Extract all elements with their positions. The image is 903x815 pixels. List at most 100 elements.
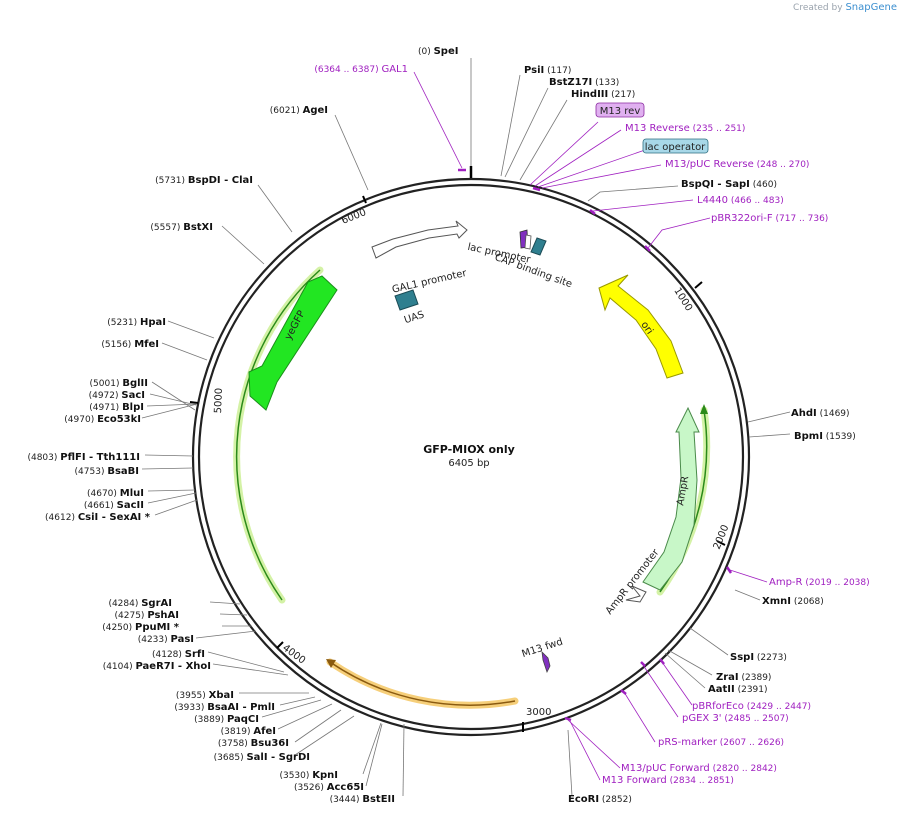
site-position: (4971) (89, 403, 122, 413)
site-enzyme-name: BlpI (122, 402, 144, 413)
site-label: (3444) BstEII (330, 794, 395, 805)
site-enzyme-name: SpeI (434, 46, 459, 57)
primer-range: (2607 .. 2626) (717, 738, 784, 748)
site-enzyme-name: PaeR7I - XhoI (135, 661, 211, 672)
site-enzyme-name: XmnI (762, 596, 791, 607)
site-enzyme-name: MluI (120, 488, 144, 499)
site-enzyme-name: BspDI - ClaI (188, 175, 253, 186)
site-label: (3685) SalI - SgrDI (214, 752, 310, 763)
site-enzyme-name: PpuMI * (135, 622, 180, 633)
primer-name: pGEX 3' (682, 713, 722, 724)
site-position: (3933) (174, 703, 207, 713)
site-label: (4104) PaeR7I - XhoI (103, 661, 211, 672)
site-position: (117) (544, 66, 571, 76)
site-position: (4753) (75, 467, 108, 477)
site-position: (1469) (817, 409, 850, 419)
site-label: (4971) BlpI (89, 402, 144, 413)
primer-name: M13/pUC Reverse (665, 159, 754, 170)
site-enzyme-name: HpaI (140, 317, 166, 328)
site-label: (4753) BsaBI (75, 466, 139, 477)
gal1-promoter-label: GAL1 promoter (391, 268, 468, 296)
site-enzyme-name: PflFI - Tth111I (60, 452, 140, 463)
site-enzyme-name: Bsu36I (251, 738, 289, 749)
site-enzyme-name: BsaAI - PmlI (207, 702, 275, 713)
site-label: ZraI (2389) (716, 672, 771, 683)
tick-label-3000: 3000 (526, 707, 551, 718)
site-label: SspI (2273) (730, 652, 787, 663)
primer-range: (2429 .. 2447) (744, 702, 811, 712)
primer-range: (248 .. 270) (754, 160, 810, 170)
site-enzyme-name: BpmI (794, 431, 823, 442)
snapgene-credit: Created by SnapGene (793, 2, 897, 13)
site-position: (4612) (45, 513, 78, 523)
site-position: (6021) (270, 106, 303, 116)
primer-range: (235 .. 251) (690, 124, 746, 134)
site-position: (4970) (64, 415, 97, 425)
site-position: (4233) (138, 635, 171, 645)
site-position: (5731) (155, 176, 188, 186)
lac-operator-box (642, 138, 709, 154)
backbone-inner-ring (197, 183, 745, 731)
primer-range: (717 .. 736) (773, 214, 829, 224)
site-enzyme-name: AhdI (791, 408, 817, 419)
site-enzyme-name: SgrAI (141, 598, 172, 609)
site-label: (3819) AfeI (221, 726, 276, 737)
ampr-label: AmpR (675, 475, 691, 506)
site-enzyme-name: PsiI (524, 65, 544, 76)
primer-name: pRS-marker (658, 737, 718, 748)
site-enzyme-name: SrfI (185, 649, 205, 660)
site-label: (4250) PpuMI * (102, 622, 180, 633)
primer-label: M13 Reverse (235 .. 251) (625, 123, 745, 134)
primer-label: pRS-marker (2607 .. 2626) (658, 737, 784, 748)
site-position: (4661) (84, 501, 117, 511)
site-enzyme-name: KpnI (312, 770, 338, 781)
site-position: (4972) (89, 391, 122, 401)
site-enzyme-name: EcoRI (568, 794, 599, 805)
site-enzyme-name: BstEII (362, 794, 395, 805)
lac-promoter-mini-arrow (524, 234, 532, 250)
site-position: (2389) (739, 673, 772, 683)
site-label: (0) SpeI (418, 46, 458, 57)
site-label: AatII (2391) (708, 684, 768, 695)
primer-range: (2019 .. 2038) (803, 578, 870, 588)
site-label: (4612) CsiI - SexAI * (45, 512, 151, 523)
site-label: BstZ17I (133) (549, 77, 619, 88)
site-position: (4803) (27, 453, 60, 463)
lac-operator-box-label: lac operator (645, 142, 706, 153)
site-label: (4670) MluI (87, 488, 144, 499)
primer-name: Amp-R (769, 577, 803, 588)
site-position: (3889) (194, 715, 227, 725)
site-label: (4284) SgrAI (108, 598, 172, 609)
backbone-outer-ring (191, 177, 751, 737)
m13fwd-feature (541, 650, 551, 674)
site-label: (5231) HpaI (107, 317, 166, 328)
site-label: (4970) Eco53kI (64, 414, 141, 425)
site-position: (2273) (754, 653, 787, 663)
site-enzyme-name: SalI - SgrDI (246, 752, 310, 763)
primer-name: M13 Forward (602, 775, 667, 786)
site-label: HindIII (217) (571, 89, 635, 100)
primer-range: (6364 .. 6387) (314, 65, 381, 75)
primer-label: Amp-R (2019 .. 2038) (769, 577, 870, 588)
site-enzyme-name: SspI (730, 652, 754, 663)
site-position: (5557) (150, 223, 183, 233)
site-enzyme-name: BsaBI (107, 466, 139, 477)
site-enzyme-name: CsiI - SexAI * (78, 512, 151, 523)
gal1-promoter-arrow (371, 220, 468, 259)
site-position: (3526) (294, 783, 327, 793)
site-enzyme-name: AatII (708, 684, 735, 695)
site-enzyme-name: PaqCI (227, 714, 259, 725)
site-position: (217) (608, 90, 635, 100)
site-enzyme-name: BstZ17I (549, 77, 592, 88)
site-position: (4670) (87, 489, 120, 499)
site-position: (3685) (214, 753, 247, 763)
site-position: (5156) (101, 340, 134, 350)
snapgene-logo: SnapGene (845, 2, 897, 13)
tick-label-5000: 5000 (213, 388, 225, 414)
site-position: (5231) (107, 318, 140, 328)
primer-name: M13 Reverse (625, 123, 690, 134)
orf-orange-arrowhead (326, 659, 336, 668)
ampr-feature-arrow (642, 406, 700, 591)
